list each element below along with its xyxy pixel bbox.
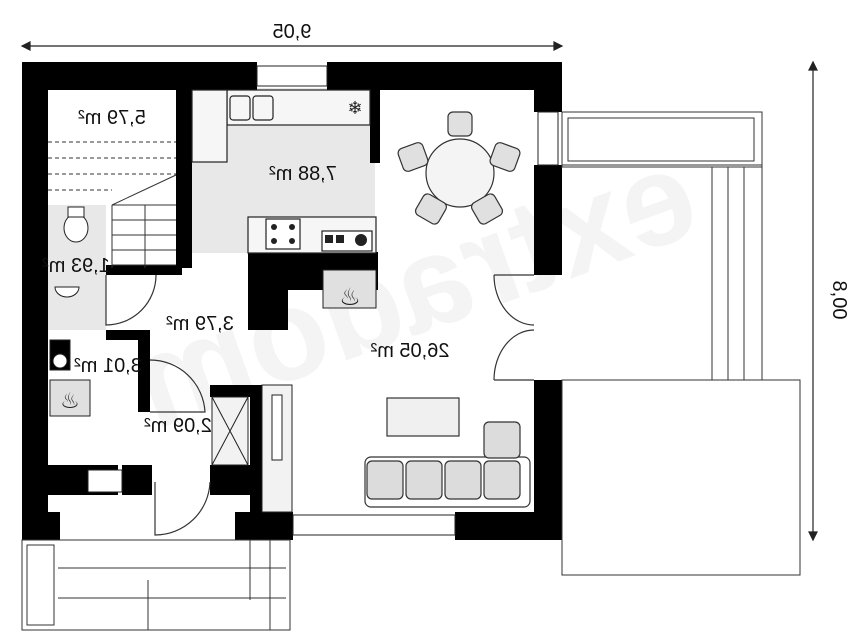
fridge-icon: ❄ (347, 98, 362, 118)
stairs (48, 141, 177, 268)
room-label-stairs: 5,79 m² (78, 107, 146, 129)
dimension-lines (20, 41, 818, 542)
room-label-living: 26,05 m² (370, 340, 449, 362)
sofa (364, 397, 531, 508)
depth-dimension: 8,00 (828, 281, 850, 320)
fireplace: ♨ (262, 264, 378, 330)
room-labels: 5,79 m² 7,88 m² 1,93 m² 3,79 m² 3,01 m² … (42, 107, 450, 437)
wardrobe (211, 384, 293, 513)
room-label-bathroom: 1,93 m² (42, 255, 110, 277)
room-label-vestibule: 2,09 m² (144, 415, 212, 437)
walls (22, 62, 562, 540)
room-label-kitchen: 7,88 m² (269, 163, 337, 185)
dining-table (397, 111, 521, 225)
room-label-boiler: 3,01 m² (74, 355, 142, 377)
flame-icon: ♨ (339, 284, 361, 311)
bathroom-fixtures (49, 206, 91, 417)
entrance-steps (21, 539, 291, 631)
boiler-icon: ♨ (60, 388, 80, 413)
room-label-hall: 3,79 m² (166, 313, 234, 335)
doors (105, 274, 535, 536)
width-dimension: 9,05 (273, 21, 312, 43)
stove-icon (271, 224, 367, 246)
windows (87, 65, 559, 536)
terrace (561, 111, 801, 576)
